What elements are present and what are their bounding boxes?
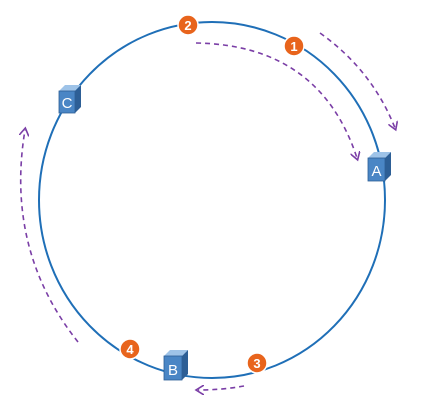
server-a-side-face — [385, 152, 391, 181]
key-4-label: 4 — [126, 342, 134, 357]
server-b-side-face — [182, 350, 188, 380]
server-c-label: C — [62, 95, 73, 112]
server-b-label: B — [168, 362, 178, 379]
key-3-circle — [246, 352, 268, 374]
server-a-top-face — [368, 152, 391, 158]
arrow-key3-to-B — [198, 386, 245, 390]
key-3-label: 3 — [253, 356, 260, 371]
key-1-circle — [283, 35, 305, 57]
key-2-marker: 2 — [177, 14, 199, 36]
server-c-front-face — [58, 90, 76, 114]
key-1-marker: 1 — [283, 35, 305, 57]
arrow-key4-to-C — [21, 130, 79, 343]
server-b-top-face — [164, 350, 188, 356]
key-4-marker: 4 — [119, 338, 141, 360]
server-c-top-face — [59, 85, 81, 91]
server-b-front-face — [163, 355, 183, 381]
server-c-side-face — [75, 85, 81, 113]
server-c-node: C — [58, 85, 81, 114]
key-1-label: 1 — [290, 39, 297, 54]
hash-ring — [38, 21, 386, 379]
key-4-circle — [119, 338, 141, 360]
arrow-key2-to-A — [195, 42, 357, 158]
key-3-marker: 3 — [246, 352, 268, 374]
server-a-front-face — [367, 157, 386, 182]
server-a-node: A — [367, 152, 391, 182]
server-a-label: A — [371, 163, 381, 180]
server-b-node: B — [163, 350, 188, 381]
key-2-circle — [177, 14, 199, 36]
arrow-key1-to-A — [319, 32, 395, 128]
key-2-label: 2 — [184, 18, 191, 33]
